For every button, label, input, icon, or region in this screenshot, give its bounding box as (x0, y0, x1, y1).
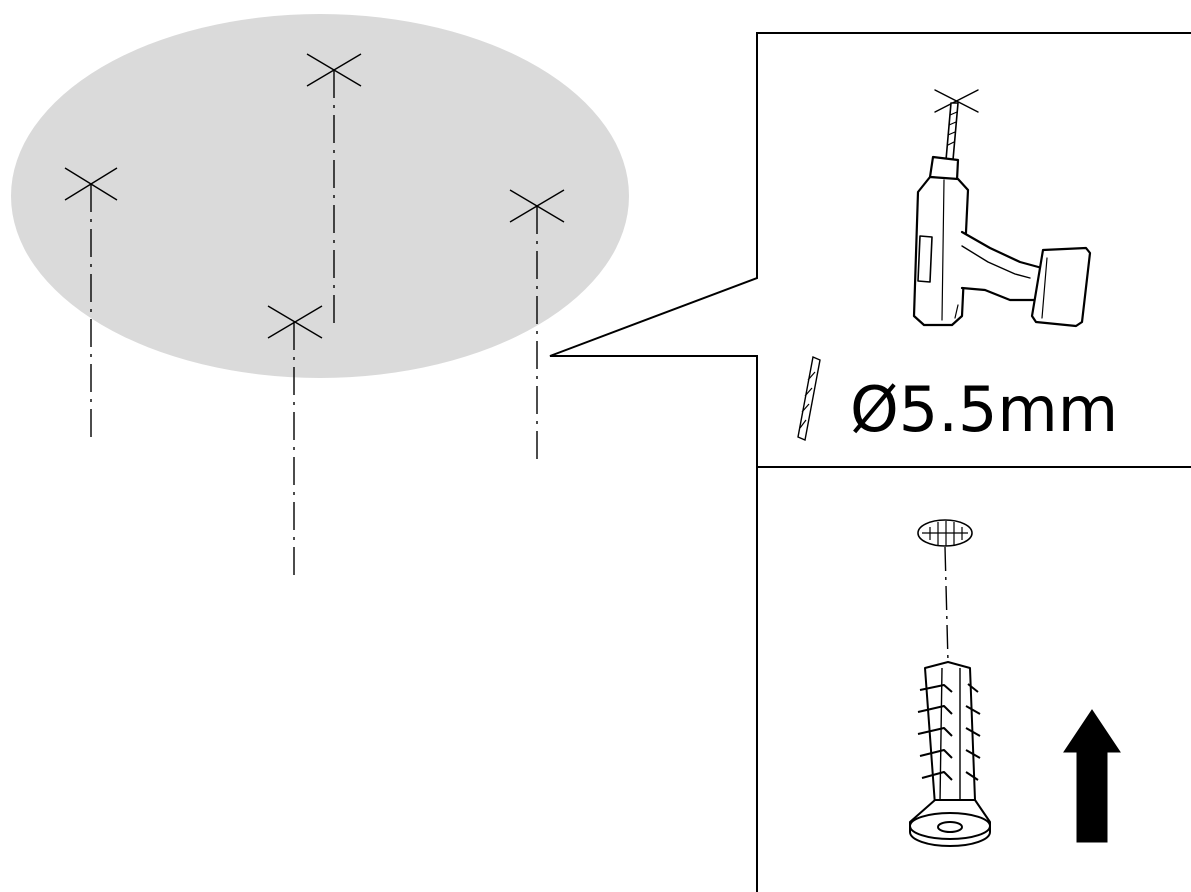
wall-plug-anchor-icon (909, 661, 991, 847)
callout-frame (549, 32, 1191, 892)
ceiling-hole-icon (917, 519, 973, 663)
drill-mark-2 (306, 53, 362, 325)
drill-mark-3 (509, 189, 565, 462)
drill-mark-1 (64, 167, 118, 440)
drill-bit-icon (797, 356, 821, 441)
up-arrow-icon (1063, 709, 1121, 843)
drill-mark-4 (267, 305, 323, 578)
ceiling-surface (11, 14, 629, 378)
cordless-drill-icon (912, 89, 1092, 328)
drill-size-label: Ø5.5mm (850, 373, 1118, 446)
